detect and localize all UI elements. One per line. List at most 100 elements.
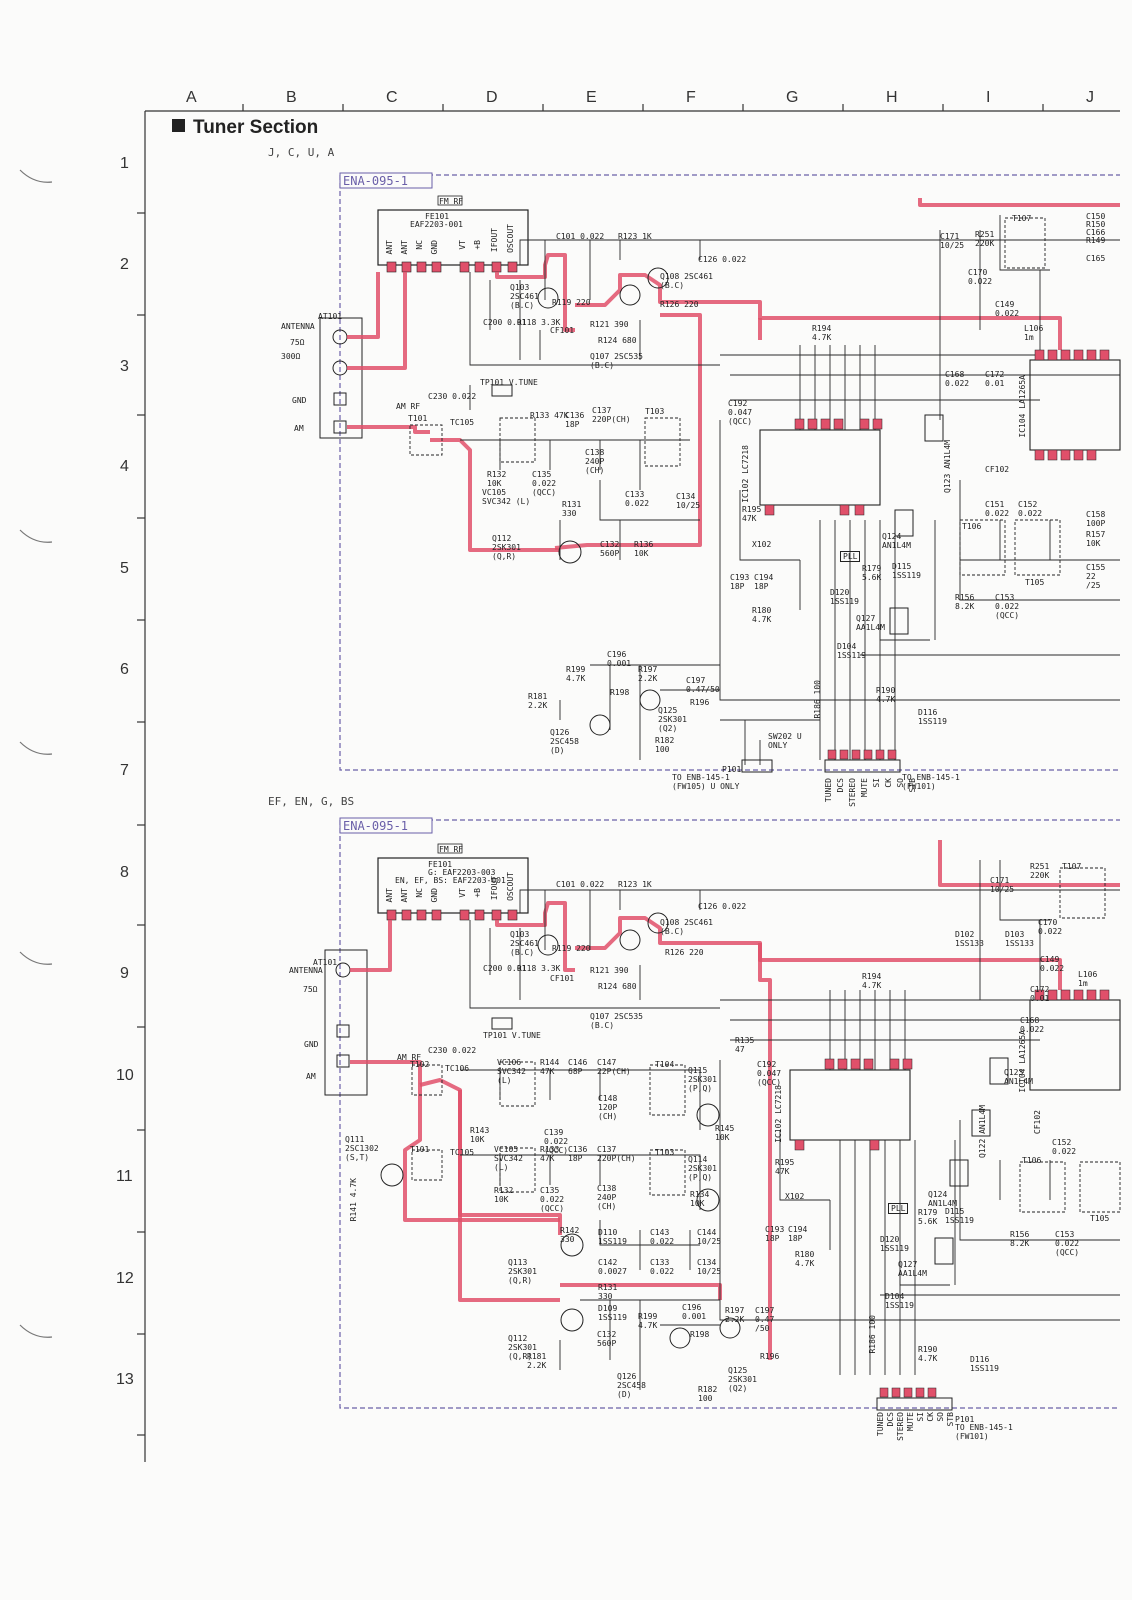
lower-part-label: C168 0.022 bbox=[1020, 1016, 1045, 1034]
lower-part-label: Q124 AN1L4M bbox=[928, 1190, 957, 1208]
lower-part-label: Q107 2SC535 (B.C) bbox=[590, 1012, 643, 1030]
row-header-9: 9 bbox=[120, 965, 129, 982]
upper-fe-pin-b: +B bbox=[473, 240, 482, 250]
lower-part-label: R144 47K bbox=[540, 1058, 560, 1076]
lower-fe-pin-oscout: OSCOUT bbox=[506, 872, 515, 901]
lower-part-label: C196 0.001 bbox=[682, 1303, 707, 1321]
lower-part-label: R135 47 bbox=[735, 1036, 755, 1054]
lower-part-label: C153 0.022 (QCC) bbox=[1055, 1230, 1080, 1257]
row-header-4: 4 bbox=[120, 458, 129, 475]
upper-conn-pin-so: SO bbox=[896, 778, 905, 788]
upper-part-label: R186 100 bbox=[813, 680, 822, 719]
lower-part-label: R124 680 bbox=[598, 982, 637, 991]
lower-part-label: C192 0.047 (QCC) bbox=[757, 1060, 782, 1087]
upper-part-label: R179 5.6K bbox=[862, 564, 882, 582]
upper-conn-pin-mute: MUTE bbox=[860, 778, 869, 798]
upper-part-label: Q123 AN1L4M bbox=[943, 440, 952, 493]
upper-part-label: Q108 2SC461 (B.C) bbox=[660, 272, 713, 290]
upper-part-label: C153 0.022 (QCC) bbox=[995, 593, 1020, 620]
column-header-b: B bbox=[286, 89, 297, 106]
upper-part-label: T106 bbox=[962, 522, 982, 531]
lower-part-label: TC105 bbox=[450, 1148, 475, 1157]
upper-connector-left: P101 bbox=[722, 765, 742, 774]
upper-conn-pin-si: SI bbox=[872, 778, 881, 788]
lower-part-label: C134 10/25 bbox=[697, 1258, 722, 1276]
upper-sw-label: SW202 U ONLY bbox=[768, 732, 802, 750]
lower-part-label: R118 3.3K bbox=[517, 964, 561, 973]
row-header-1: 1 bbox=[120, 155, 129, 172]
lower-part-label: VC106 SVC342 (L) bbox=[497, 1058, 526, 1085]
upper-part-label: R194 4.7K bbox=[812, 324, 832, 342]
upper-part-label: R124 680 bbox=[598, 336, 637, 345]
lower-am-rf-tag: AM RF bbox=[397, 1053, 422, 1062]
row-header-3: 3 bbox=[120, 358, 129, 375]
lower-part-label: C170 0.022 bbox=[1038, 918, 1063, 936]
column-header-g: G bbox=[786, 89, 799, 106]
upper-conn-pin-ck: CK bbox=[884, 778, 893, 788]
lower-fe-part2: EN, EF, BS: EAF2203-001 bbox=[395, 876, 506, 885]
upper-part-label: C101 0.022 bbox=[556, 232, 605, 241]
lower-ohm75: 75Ω bbox=[303, 985, 318, 994]
upper-fe-pin-gnd: GND bbox=[430, 240, 439, 255]
upper-part-label: C138 240P (CH) bbox=[585, 448, 605, 475]
upper-part-label: C200 0.01 bbox=[483, 318, 527, 327]
lower-pll-tag: PLL bbox=[888, 1203, 909, 1214]
upper-part-label: R133 47K bbox=[530, 411, 569, 420]
lower-part-label: D110 1SS119 bbox=[598, 1228, 627, 1246]
upper-part-label: C196 0.001 bbox=[607, 650, 632, 668]
column-header-c: C bbox=[386, 89, 398, 106]
upper-ohm75: 75Ω bbox=[290, 338, 305, 347]
lower-part-label: D103 1SS133 bbox=[1005, 930, 1034, 948]
lower-part-label: C139 0.022 (QCC) bbox=[544, 1128, 569, 1155]
upper-part-label: T107 bbox=[1012, 214, 1032, 223]
column-header-e: E bbox=[586, 89, 597, 106]
lower-part-label: T103 bbox=[655, 1148, 675, 1157]
lower-part-label: Q108 2SC461 (B.C) bbox=[660, 918, 713, 936]
lower-part-label: Q122 AN1L4M bbox=[978, 1105, 987, 1158]
lower-part-label: Q113 2SK301 (Q,R) bbox=[508, 1258, 537, 1285]
lower-fe-pin-b: +B bbox=[473, 888, 482, 898]
binder-holes bbox=[19, 169, 53, 1338]
lower-connector-right-note: TO ENB-145-1 (FW101) bbox=[955, 1423, 1013, 1441]
row-header-13: 13 bbox=[116, 1371, 134, 1388]
upper-pll-tag: PLL bbox=[840, 551, 861, 562]
upper-part-label: C165 bbox=[1086, 254, 1106, 263]
upper-part-label: C193 18P bbox=[730, 573, 750, 591]
column-header-h: H bbox=[886, 89, 898, 106]
lower-part-label: C230 0.022 bbox=[428, 1046, 477, 1055]
lower-fe-label: FE101 bbox=[428, 860, 453, 869]
lower-part-label: Q103 2SC461 (B.C) bbox=[510, 930, 539, 957]
lower-part-label: R198 bbox=[690, 1330, 710, 1339]
section-title-text: Tuner Section bbox=[193, 117, 319, 138]
upper-part-label: CF102 bbox=[985, 465, 1010, 474]
lower-part-label: C136 18P bbox=[568, 1145, 588, 1163]
lower-tp-label: TP101 V.TUNE bbox=[483, 1031, 541, 1040]
lower-part-label: C193 18P bbox=[765, 1225, 785, 1243]
lower-part-label: R126 220 bbox=[665, 948, 704, 957]
upper-part-label: R150 bbox=[1086, 220, 1106, 229]
upper-conn-pin-dcs: DCS bbox=[836, 778, 845, 793]
lower-part-label: R251 220K bbox=[1030, 862, 1050, 880]
upper-part-label: Q107 2SC535 (B.C) bbox=[590, 352, 643, 370]
lower-part-label: R182 100 bbox=[698, 1385, 718, 1403]
upper-fm-rf-tag: FM RF bbox=[439, 197, 464, 206]
column-header-j: J bbox=[1086, 89, 1094, 106]
lower-fe-pin-ant2: ANT bbox=[400, 888, 409, 903]
upper-fe-pin-oscout: OSCOUT bbox=[506, 224, 515, 253]
row-header-7: 7 bbox=[120, 762, 129, 779]
upper-part-label: C137 220P(CH) bbox=[592, 406, 631, 424]
upper-part-label: R198 bbox=[610, 688, 630, 697]
lower-part-label: D120 1SS119 bbox=[880, 1235, 909, 1253]
upper-am-label: AM bbox=[294, 424, 304, 433]
lower-conn-pin-stereo: STEREO bbox=[896, 1412, 905, 1441]
upper-board-label: ENA-095-1 bbox=[343, 174, 409, 188]
upper-part-label: R156 8.2K bbox=[955, 593, 975, 611]
lower-part-label: R181 2.2K bbox=[527, 1352, 547, 1370]
upper-part-label: C132 560P bbox=[600, 540, 620, 558]
lower-conn-pin-ck: CK bbox=[926, 1412, 935, 1422]
lower-schematic bbox=[324, 817, 1121, 1411]
lower-board-label: ENA-095-1 bbox=[343, 819, 409, 833]
upper-part-label: C155 22 /25 bbox=[1086, 563, 1106, 590]
upper-part-label: R123 1K bbox=[618, 232, 652, 241]
upper-part-label: R251 220K bbox=[975, 230, 995, 248]
